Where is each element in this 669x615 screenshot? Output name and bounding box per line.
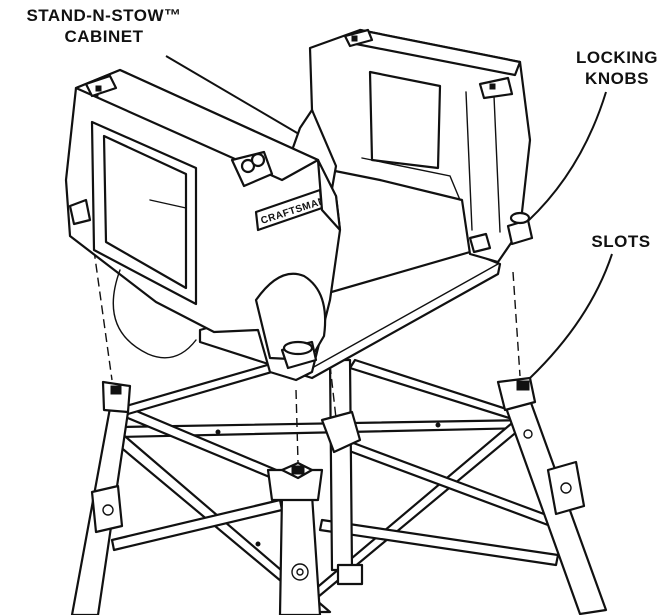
stand-leg-front [278, 493, 322, 615]
callout-cabinet-line2: CABINET [64, 27, 144, 46]
slots-leader-line [529, 253, 613, 379]
stand-leg-back-foot [336, 563, 364, 586]
locking-knobs-leader-line [527, 91, 607, 222]
cabinet-leader-line [165, 55, 305, 138]
stand-brace [348, 358, 527, 424]
stand-leg-right-joint [546, 460, 586, 516]
cabinet-end-left-side [316, 158, 342, 232]
cabinet-end-right-window [368, 70, 442, 170]
stand-slot [516, 380, 530, 391]
callout-locking-knobs: LOCKING KNOBS [566, 47, 668, 89]
stand-leg-back [328, 358, 354, 572]
power-cord [112, 269, 197, 359]
stand-n-stow-cabinet: CRAFTSMAN [64, 28, 534, 382]
stand-brace [318, 518, 560, 567]
stand-leg-left-socket [101, 380, 132, 414]
callout-locking-knobs-line2: KNOBS [585, 69, 649, 88]
callout-slots: SLOTS [578, 231, 664, 252]
stand-slot [291, 465, 305, 475]
stand-leg-back-joint [320, 410, 362, 454]
callout-cabinet-line1: STAND-N-STOW™ [26, 6, 182, 25]
callout-slots-line1: SLOTS [591, 232, 651, 251]
stand-slot [110, 385, 122, 395]
cabinet-side-opening [254, 272, 327, 362]
callout-locking-knobs-line1: LOCKING [576, 48, 658, 67]
stand [70, 346, 608, 615]
alignment-guides [91, 235, 521, 463]
callout-cabinet: STAND-N-STOW™ CABINET [6, 5, 202, 47]
stand-leg-left-joint [90, 484, 124, 534]
stand-brace [286, 416, 527, 614]
